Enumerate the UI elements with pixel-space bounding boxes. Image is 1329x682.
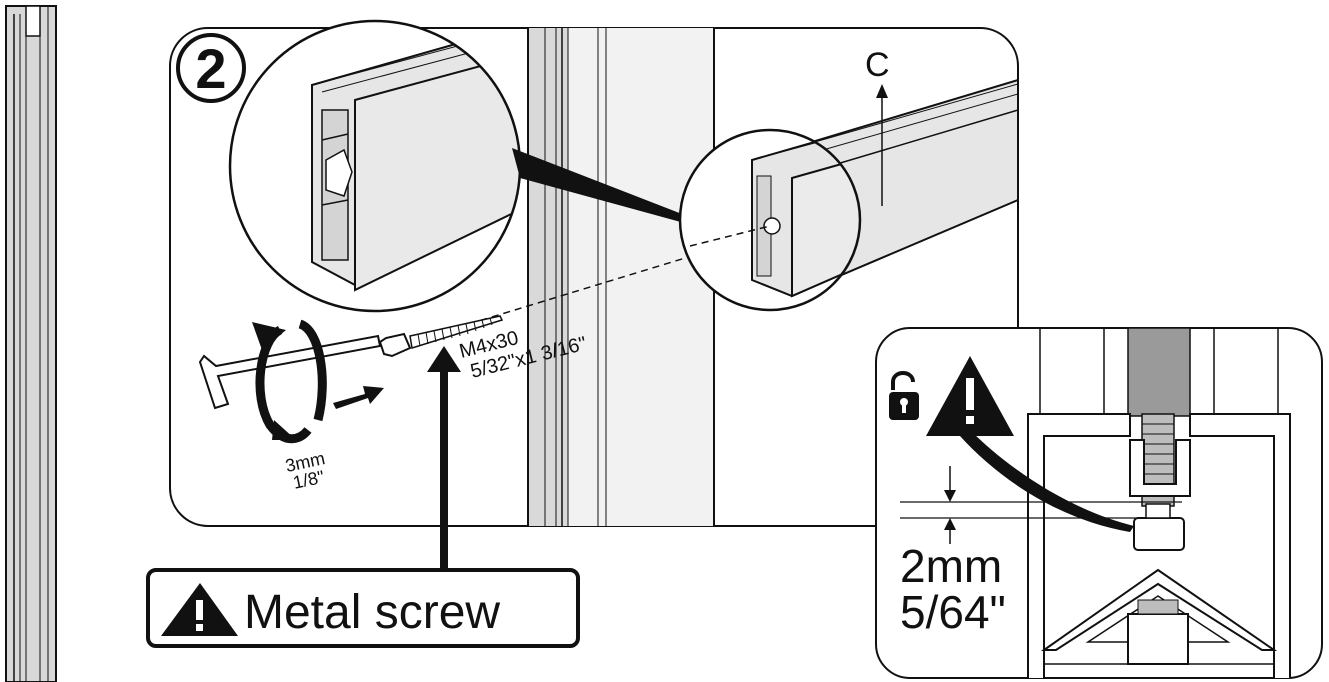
profile-label: C xyxy=(865,46,890,84)
zoom-detail-circle xyxy=(228,19,522,313)
metal-screw-callout: Metal screw xyxy=(146,568,580,648)
main-step-panel: C 2 xyxy=(169,19,1019,527)
left-post xyxy=(5,5,57,682)
metal-screw xyxy=(378,315,504,358)
unlock-icon xyxy=(889,371,919,420)
rail-end-circle xyxy=(678,128,862,312)
warning-triangle-icon xyxy=(161,583,238,636)
step-number: 2 xyxy=(176,33,246,103)
zoom-connector xyxy=(512,148,688,224)
gap-metric-label: 2mm xyxy=(900,540,1002,592)
gap-imperial-label: 5/64" xyxy=(900,586,1006,638)
step-circle-icon xyxy=(176,33,246,103)
warning-triangle-icon xyxy=(926,356,1014,436)
gap-detail-panel: 2mm 5/64" xyxy=(875,327,1323,679)
callout-text: Metal screw xyxy=(244,586,500,639)
callout-pointer xyxy=(427,346,461,572)
svg-text:2: 2 xyxy=(195,37,226,100)
hex-key-tool xyxy=(198,334,382,410)
push-arrow-icon xyxy=(333,386,384,409)
rotate-arrow-icon xyxy=(252,319,327,444)
